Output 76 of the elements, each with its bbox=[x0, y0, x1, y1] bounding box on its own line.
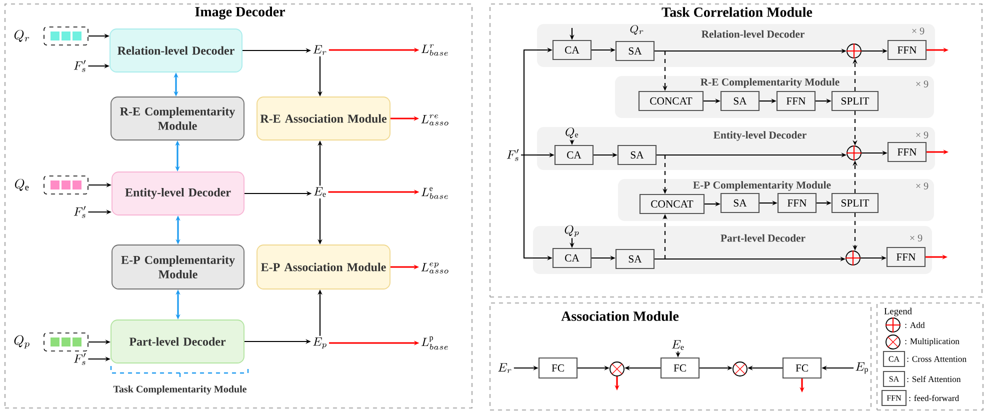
block-box: CA bbox=[882, 350, 906, 368]
panel-title: Image Decoder bbox=[195, 6, 285, 20]
block-box: SA bbox=[720, 192, 760, 214]
math-label: $Q_r$ bbox=[14, 30, 30, 42]
block-box: SA bbox=[617, 144, 657, 166]
block-box: CA bbox=[552, 248, 592, 268]
operator-circle bbox=[845, 250, 861, 266]
block-box: FC bbox=[782, 357, 822, 379]
math-label: $E_r$ bbox=[313, 45, 326, 55]
math-label: $Q_p$ bbox=[564, 225, 579, 237]
math-label: $L^{\mathrm{e}}_{base}$ bbox=[421, 187, 448, 199]
repeat-count: × 9 bbox=[912, 28, 924, 34]
math-label: $Q_p$ bbox=[14, 335, 30, 348]
math-label: $E_r$ bbox=[498, 363, 512, 373]
block-box: FFN bbox=[887, 142, 927, 162]
block-box: SA bbox=[615, 40, 655, 62]
math-label: $L^{\mathrm{p}}_{base}$ bbox=[421, 336, 448, 350]
legend-text: : Multiplication bbox=[905, 338, 960, 346]
bracket-label: Task Complementarity Module bbox=[113, 385, 246, 395]
operator-circle bbox=[610, 362, 624, 376]
block-box: FC bbox=[660, 357, 700, 379]
legend-text: : Self Attention bbox=[907, 376, 961, 382]
module-box: Entity-level Decoder bbox=[112, 172, 244, 216]
block-box: CA bbox=[552, 40, 592, 60]
block-box: FFN bbox=[777, 192, 817, 214]
block-box: SPLIT bbox=[831, 192, 879, 214]
math-label: $F_s'$ bbox=[506, 149, 519, 161]
band-title: R-E Complementarity Module bbox=[700, 78, 840, 88]
math-label: $L^{ep}_{asso}$ bbox=[421, 262, 448, 274]
panel-title: Task Correlation Module bbox=[662, 7, 812, 17]
module-box: E-P Complementarity Module bbox=[112, 244, 244, 290]
math-label: $L^{re}_{asso}$ bbox=[421, 114, 448, 126]
block-box: FFN bbox=[776, 90, 816, 112]
repeat-count: × 9 bbox=[916, 182, 928, 190]
block-box: SA bbox=[615, 248, 655, 270]
math-label: $F_s'$ bbox=[74, 60, 86, 72]
repeat-count: × 9 bbox=[916, 132, 928, 138]
module-box: Part-level Decoder bbox=[110, 320, 244, 364]
math-label: $Q_r$ bbox=[630, 25, 644, 35]
block-box: CONCAT bbox=[639, 194, 705, 214]
panel-title: Legend bbox=[884, 308, 912, 316]
repeat-count: × 9 bbox=[910, 234, 922, 242]
operator-circle bbox=[846, 43, 862, 59]
math-label: $F_s'$ bbox=[74, 206, 86, 218]
math-label: $F_s'$ bbox=[74, 353, 86, 365]
legend-text: : feed-forward bbox=[909, 394, 960, 402]
legend-text: : Add bbox=[905, 322, 925, 328]
band-title: E-P Complementarity Module bbox=[693, 181, 831, 191]
repeat-count: × 9 bbox=[916, 80, 928, 88]
block-box: CONCAT bbox=[638, 90, 704, 112]
band-title: Entity-level Decoder bbox=[714, 131, 806, 141]
math-label: $E_{\mathrm{p}}$ bbox=[856, 362, 868, 374]
operator-circle bbox=[732, 362, 748, 376]
math-label: $E_p$ bbox=[313, 338, 326, 349]
block-box: CA bbox=[554, 144, 594, 166]
math-label: $E_{\mathrm{e}}$ bbox=[672, 340, 684, 350]
math-label: $E_{\mathrm{e}}$ bbox=[314, 187, 326, 197]
module-box: R-E Association Module bbox=[256, 96, 390, 140]
block-box: SA bbox=[720, 90, 760, 112]
panel-title: Association Module bbox=[561, 311, 679, 321]
math-label: $L^{r}_{base}$ bbox=[421, 44, 448, 56]
module-box: Relation-level Decoder bbox=[110, 28, 242, 72]
module-box: R-E Complementarity Module bbox=[110, 96, 244, 140]
block-box: FFN bbox=[881, 390, 907, 406]
band-title: Part-level Decoder bbox=[720, 234, 806, 242]
block-box: SA bbox=[882, 370, 906, 388]
block-box: FFN bbox=[887, 40, 927, 60]
block-box: SPLIT bbox=[831, 90, 879, 112]
math-label: $Q_{\mathrm{e}}$ bbox=[14, 178, 29, 191]
math-label: $Q_{\mathrm{e}}$ bbox=[566, 127, 578, 138]
block-box: FFN bbox=[886, 246, 926, 268]
legend-text: : Cross Attention bbox=[907, 356, 966, 362]
operator-circle bbox=[846, 145, 862, 161]
band-title: Relation-level Decoder bbox=[702, 30, 804, 38]
block-box: FC bbox=[538, 357, 578, 379]
module-box: E-P Association Module bbox=[256, 244, 390, 290]
